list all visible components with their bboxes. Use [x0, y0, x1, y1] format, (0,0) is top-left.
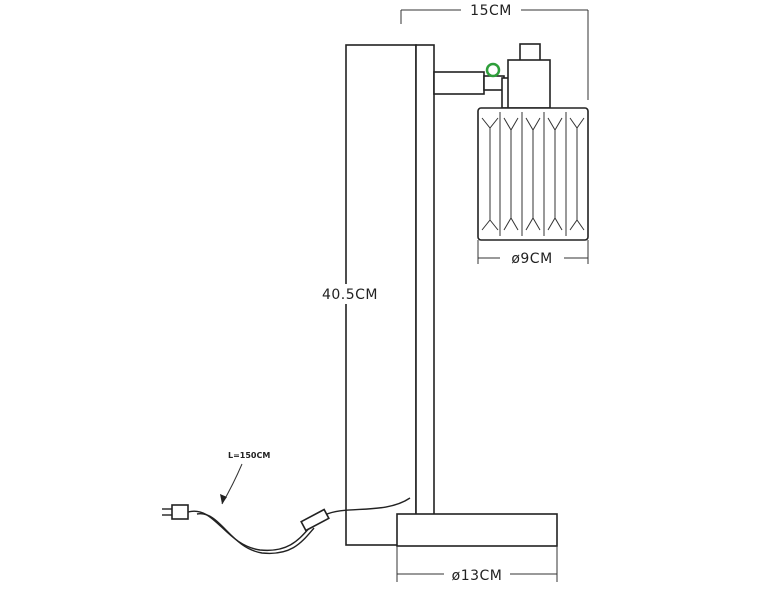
- cord-length-annotation: L=150CM: [220, 451, 270, 505]
- shade-diameter-label: ø9CM: [511, 251, 552, 267]
- crystal-shade: [477, 107, 589, 241]
- power-cord: [162, 497, 411, 555]
- cord-length-label: L=150CM: [228, 451, 270, 460]
- dimension-base: ø13CM: [396, 546, 558, 584]
- base-diameter-label: ø13CM: [452, 568, 503, 584]
- width-top-label: 15CM: [470, 3, 512, 19]
- lamp-arm: [433, 62, 513, 109]
- lamp-base: [396, 513, 558, 547]
- knob-icon: [485, 62, 501, 78]
- plug-icon: [171, 504, 189, 520]
- lamp-socket: [507, 43, 551, 109]
- switch-icon: [300, 508, 330, 532]
- dimension-shade: ø9CM: [477, 240, 589, 267]
- dimension-height: 40.5CM: [315, 284, 385, 304]
- dimension-width-top: 15CM: [400, 2, 589, 100]
- height-label: 40.5CM: [322, 287, 378, 303]
